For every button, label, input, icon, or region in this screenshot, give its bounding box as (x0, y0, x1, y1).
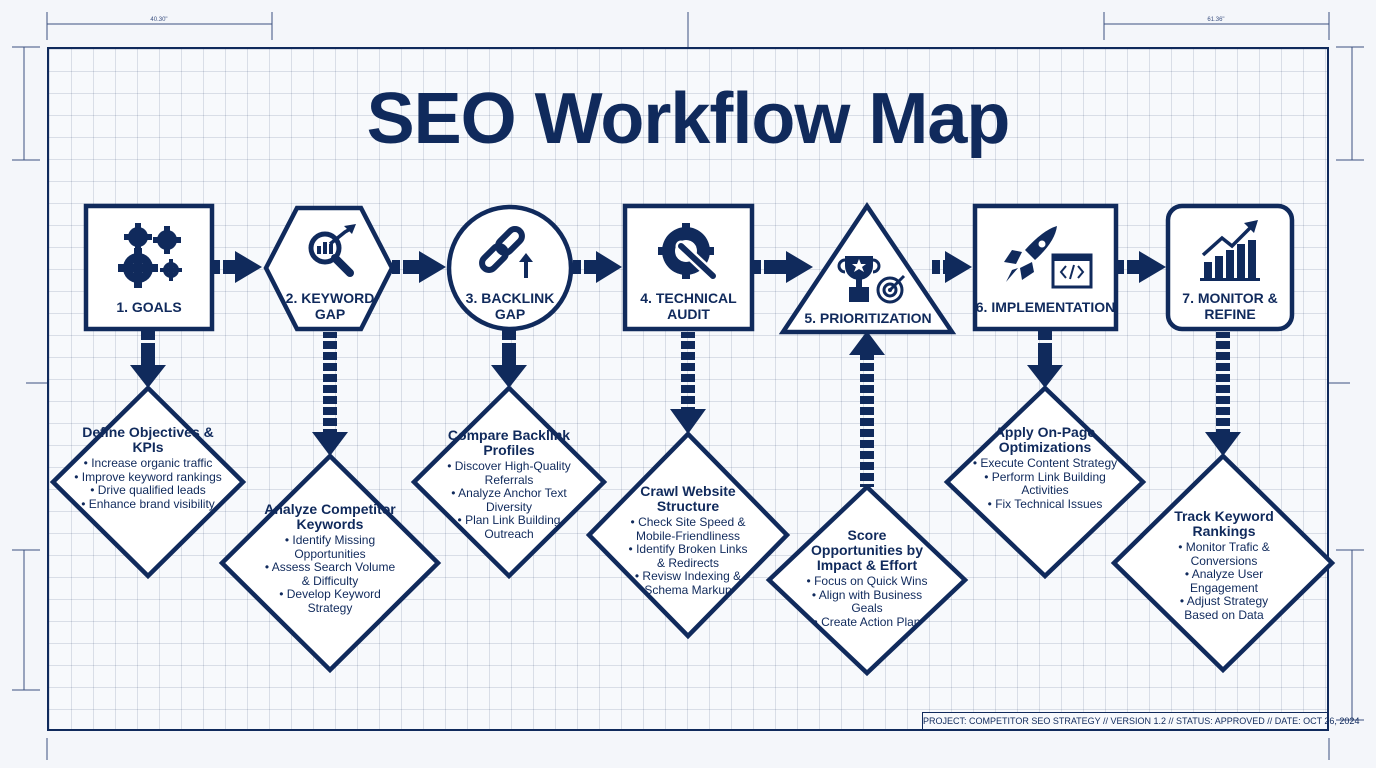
detail-item: Drive qualified leads (70, 483, 226, 498)
detail-item: Analyze User Engagement (1162, 567, 1286, 595)
detail-item: Adjust Strategy Based on Data (1162, 594, 1286, 622)
flow-arrow-5-6 (932, 251, 972, 283)
vertical-connectors (130, 330, 1241, 487)
detail-text-1: Define Objectives & KPIs Increase organi… (70, 425, 226, 511)
detail-item: Execute Content Strategy (968, 456, 1122, 471)
flow-arrow-1-2 (212, 251, 262, 283)
step-2-label: 2. KEYWORD GAP (285, 290, 375, 322)
step-3-label: 3. BACKLINK GAP (465, 290, 555, 322)
detail-item: Assess Search Volume & Difficulty (262, 560, 398, 588)
detail-item: Develop Keyword Strategy (262, 587, 398, 615)
detail-item: Enhance brand visibility (70, 497, 226, 512)
gear-wrench-icon (658, 223, 719, 282)
detail-item: Identify Missing Opportunities (262, 533, 398, 561)
flow-arrows (212, 251, 1166, 283)
detail-text-6: Apply On-Page Optimizations Execute Cont… (968, 425, 1122, 511)
trophy-target-icon (837, 256, 906, 304)
detail-item: Perform Link Building Activities (968, 470, 1122, 498)
page-title: SEO Workflow Map (366, 79, 1011, 159)
detail-item: Improve keyword rankings (70, 470, 226, 485)
detail-text-4: Crawl Website Structure Check Site Speed… (624, 484, 752, 597)
connector-5-up (849, 331, 885, 487)
connector-3 (491, 330, 527, 388)
detail-item: Monitor Trafic & Conversions (1162, 540, 1286, 568)
step-7-label: 7. MONITOR & REFINE (1182, 290, 1278, 322)
flow-arrow-2-3 (392, 251, 446, 283)
detail-text-3: Compare Backlink Profiles Discover High-… (443, 428, 575, 541)
flow-arrow-6-7 (1116, 251, 1166, 283)
dimension-label-top-left: 40.30" (150, 17, 167, 23)
dimension-label-top-right: 61.36" (1207, 17, 1224, 23)
connector-1 (130, 330, 166, 388)
chain-link-icon (479, 226, 533, 278)
dimension-marks (12, 12, 1364, 760)
detail-title-5: Score Opportunities by Impact & Effort (811, 527, 923, 573)
step-4-label: 4. TECHNICAL AUDIT (640, 290, 737, 322)
connector-4 (670, 332, 706, 434)
step-1-label: 1. GOALS (116, 299, 182, 315)
detail-item: Increase organic traffic (70, 456, 226, 471)
connector-7 (1205, 332, 1241, 456)
detail-item: Analyze Anchor Text Diversity (443, 486, 575, 514)
gears-icon (118, 223, 182, 288)
keyword-search-icon (308, 224, 356, 277)
step-2-hexagon[interactable] (263, 205, 395, 332)
detail-item: Plan Link Building Outreach (443, 513, 575, 541)
detail-text-5: Score Opportunities by Impact & Effort F… (802, 528, 932, 629)
detail-item: Create Action Plan (802, 615, 932, 630)
step-6-label: 6. IMPLEMENTATION (975, 299, 1116, 315)
flow-arrow-4-5 (753, 251, 813, 283)
detail-title-3: Compare Backlink Profiles (447, 427, 571, 458)
connector-6 (1027, 330, 1063, 388)
detail-text-2: Analyze Competitor Keywords Identify Mis… (262, 502, 398, 615)
detail-item: Revisw Indexing & Schema Markup (624, 569, 752, 597)
detail-title-4: Crawl Website Structure (640, 483, 736, 514)
detail-item: Check Site Speed & Mobile-Friendliness (624, 515, 752, 543)
detail-title-6: Apply On-Page Optimizations (994, 424, 1096, 455)
flow-arrow-3-4 (573, 251, 622, 283)
detail-item: Focus on Quick Wins (802, 574, 932, 589)
detail-text-7: Track Keyword Rankings Monitor Trafic & … (1162, 509, 1286, 622)
connector-2 (312, 332, 348, 456)
step-3-circle[interactable] (446, 204, 574, 332)
rocket-code-icon (1004, 226, 1093, 289)
detail-item: Fix Technical Issues (968, 497, 1122, 512)
detail-item: Align with Business Geals (802, 588, 932, 616)
growth-chart-icon (1200, 220, 1260, 281)
detail-title-1: Define Objectives & KPIs (82, 424, 214, 455)
project-info-footer: PROJECT: COMPETITOR SEO STRATEGY // VERS… (922, 712, 1359, 730)
detail-title-2: Analyze Competitor Keywords (264, 501, 396, 532)
step-5-label: 5. PRIORITIZATION (804, 310, 932, 326)
detail-title-7: Track Keyword Rankings (1174, 508, 1274, 539)
detail-item: Identify Broken Links & Redirects (624, 542, 752, 570)
detail-item: Discover High-Quality Referrals (443, 459, 575, 487)
